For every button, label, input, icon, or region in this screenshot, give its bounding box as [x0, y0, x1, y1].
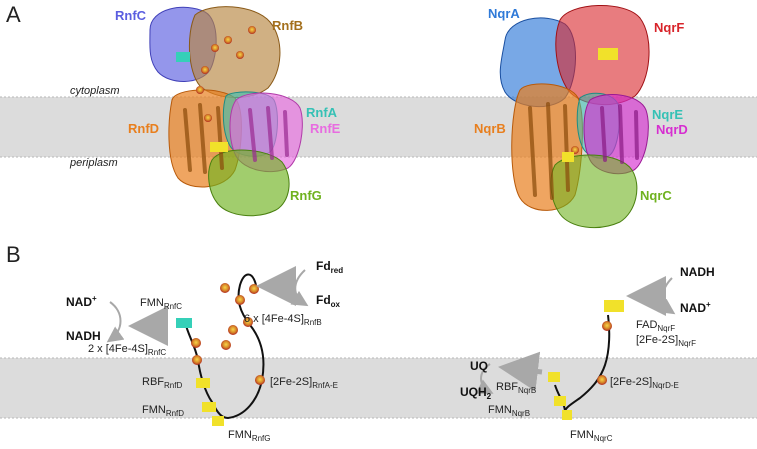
nqr-nadh: NADH — [680, 265, 715, 279]
fes-rnfae-label: [2Fe-2S]RnfA-E — [270, 376, 338, 390]
fes-rnfc-label: 2 x [4Fe-4S]RnfC — [88, 343, 166, 357]
nqrb-flavin — [562, 152, 574, 162]
rnf-nad-plus: NAD+ — [66, 294, 97, 309]
label-nqrf: NqrF — [654, 20, 684, 35]
nqr-nad-plus: NAD+ — [680, 300, 711, 315]
label-rnfg: RnfG — [290, 188, 322, 203]
label-nqrb: NqrB — [474, 121, 506, 136]
panel-a-letter: A — [6, 2, 21, 27]
uq-label: UQ — [470, 359, 488, 373]
nqrb-helices — [528, 102, 570, 200]
rnf-complex-structure — [149, 6, 303, 217]
membrane-band-b — [0, 358, 757, 418]
fmn-nqrc-label: FMNNqrC — [570, 429, 613, 443]
nqrd-helices — [600, 104, 639, 164]
nqr-nad-curve-arrow — [657, 277, 676, 315]
nqrd-blob — [583, 94, 649, 175]
panel-b-letter: B — [6, 242, 21, 267]
nqr-b-flavins — [548, 300, 624, 420]
fd-red: Fdred — [316, 259, 343, 275]
uq-arrow — [498, 351, 543, 392]
label-nqre: NqrE — [652, 107, 683, 122]
fd-ox: Fdox — [316, 293, 341, 309]
label-nqrd: NqrD — [656, 122, 688, 137]
nqrf-flavin — [598, 48, 618, 60]
label-nqrc: NqrC — [640, 188, 672, 203]
rbf-nqrb-label: RBFNqrB — [496, 381, 536, 395]
fmn-rnfd-label: FMNRnfD — [142, 404, 184, 418]
nqr-complex-structure — [499, 5, 650, 228]
fd-curve-arrow — [290, 269, 309, 307]
rnfd-flavin — [210, 142, 228, 152]
fmn-rnfg-label: FMNRnfG — [228, 429, 271, 443]
label-rnfc: RnfC — [115, 8, 147, 23]
label-nqra: NqrA — [488, 6, 520, 21]
fad-nqrf-label: FADNqrF — [636, 319, 675, 333]
uq-curve-arrow — [475, 363, 494, 394]
rnfe-helices — [248, 106, 289, 162]
label-rnfb: RnfB — [272, 18, 303, 33]
label-rnfe: RnfE — [310, 121, 341, 136]
rnf-b-flavins — [176, 318, 224, 426]
fes-nqrf-label: [2Fe-2S]NqrF — [636, 334, 696, 348]
label-rnfd: RnfD — [128, 121, 159, 136]
nqrde-fes-cluster-b — [597, 375, 607, 385]
rnfb-blob — [188, 6, 281, 99]
rnf-nadh: NADH — [66, 329, 101, 343]
uqh2-label: UQH2 — [460, 385, 492, 401]
rnfc-flavin — [176, 52, 190, 62]
periplasm-label: periplasm — [69, 157, 118, 169]
fmn-rnfc-label: FMNRnfC — [140, 297, 182, 311]
rnf-fes-clusters — [196, 26, 256, 122]
rnf-helices — [183, 103, 224, 174]
label-rnfa: RnfA — [306, 105, 338, 120]
nqrc-blob — [550, 154, 638, 228]
fmn-nqrb-label: FMNNqrB — [488, 404, 530, 418]
fes-rnfb-label: 6 x [4Fe-4S]RnfB — [244, 313, 322, 327]
cytoplasm-label: cytoplasm — [70, 85, 120, 97]
rbf-rnfd-label: RBFRnfD — [142, 376, 182, 390]
rnf-b-clusters — [191, 283, 265, 385]
fes-nqrde-label: [2Fe-2S]NqrD-E — [610, 376, 679, 390]
nad-curve-arrow — [106, 301, 125, 343]
nqrf-fes-cluster-b — [602, 321, 612, 331]
